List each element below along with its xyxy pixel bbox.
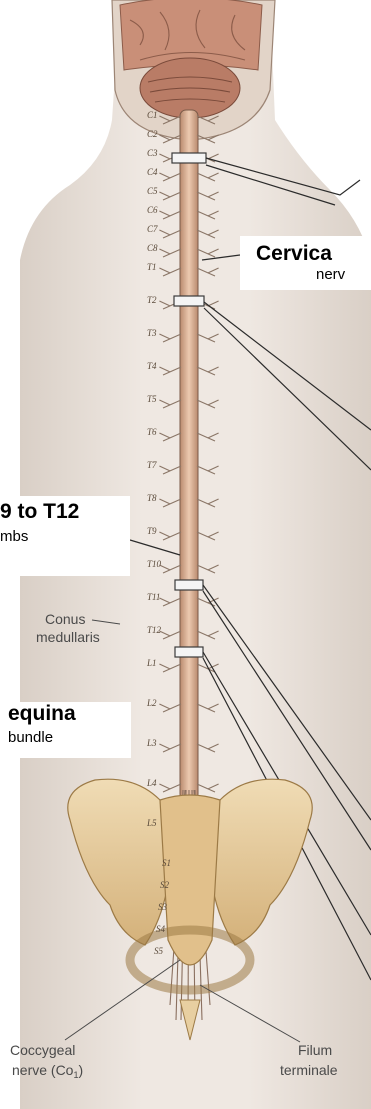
thoracic-label: 9 to T12 mbs bbox=[0, 496, 130, 576]
spinal-cord bbox=[180, 110, 198, 800]
coccygeal-close-paren: ) bbox=[78, 1062, 83, 1078]
segment-label-s2: S2 bbox=[160, 880, 170, 890]
segment-label-c7: C7 bbox=[147, 224, 158, 234]
cervical-sub: nerv bbox=[256, 266, 371, 283]
segment-label-c5: C5 bbox=[147, 186, 158, 196]
segment-label-c2: C2 bbox=[147, 129, 158, 139]
segment-label-t6: T6 bbox=[147, 427, 157, 437]
coccygeal-label-line1: Coccygeal bbox=[10, 1042, 75, 1058]
segment-label-s1: S1 bbox=[162, 858, 171, 868]
thoracic-title: 9 to T12 bbox=[0, 500, 130, 524]
segment-label-c4: C4 bbox=[147, 167, 158, 177]
segment-label-t7: T7 bbox=[147, 460, 157, 470]
segment-label-t9: T9 bbox=[147, 526, 157, 536]
segment-label-l5: L5 bbox=[146, 818, 157, 828]
conus-label-line1: Conus bbox=[45, 611, 85, 627]
segment-label-c8: C8 bbox=[147, 243, 158, 253]
segment-label-l3: L3 bbox=[146, 738, 157, 748]
coccygeal-label-line2: nerve (Co bbox=[12, 1062, 74, 1078]
segment-label-t10: T10 bbox=[147, 559, 162, 569]
segment-label-s5: S5 bbox=[154, 946, 164, 956]
segment-label-s4: S4 bbox=[156, 924, 166, 934]
conus-label-line2: medullaris bbox=[36, 629, 100, 645]
segment-label-c6: C6 bbox=[147, 205, 158, 215]
segment-label-t4: T4 bbox=[147, 361, 157, 371]
segment-label-t2: T2 bbox=[147, 295, 157, 305]
segment-label-l4: L4 bbox=[146, 778, 157, 788]
cervical-label: Cervica nerv bbox=[240, 236, 371, 290]
filum-label-line1: Filum bbox=[298, 1042, 332, 1058]
segment-label-t1: T1 bbox=[147, 262, 157, 272]
cauda-title: equina bbox=[8, 702, 131, 726]
cervical-title: Cervica bbox=[256, 242, 371, 266]
segment-label-c1: C1 bbox=[147, 110, 158, 120]
filum-label-line2: terminale bbox=[280, 1062, 338, 1078]
segment-label-c3: C3 bbox=[147, 148, 158, 158]
cauda-label: equina bundle bbox=[0, 702, 131, 758]
segment-label-l2: L2 bbox=[146, 698, 157, 708]
cauda-sub: bundle bbox=[8, 726, 131, 746]
segment-label-t5: T5 bbox=[147, 394, 157, 404]
segment-label-t3: T3 bbox=[147, 328, 157, 338]
segment-label-s3: S3 bbox=[158, 902, 168, 912]
segment-label-t11: T11 bbox=[147, 592, 160, 602]
svg-text:nerve (Co1): nerve (Co1) bbox=[12, 1062, 83, 1080]
segment-label-t12: T12 bbox=[147, 625, 162, 635]
segment-label-t8: T8 bbox=[147, 493, 157, 503]
thoracic-sub: mbs bbox=[0, 524, 130, 545]
segment-label-l1: L1 bbox=[146, 658, 157, 668]
